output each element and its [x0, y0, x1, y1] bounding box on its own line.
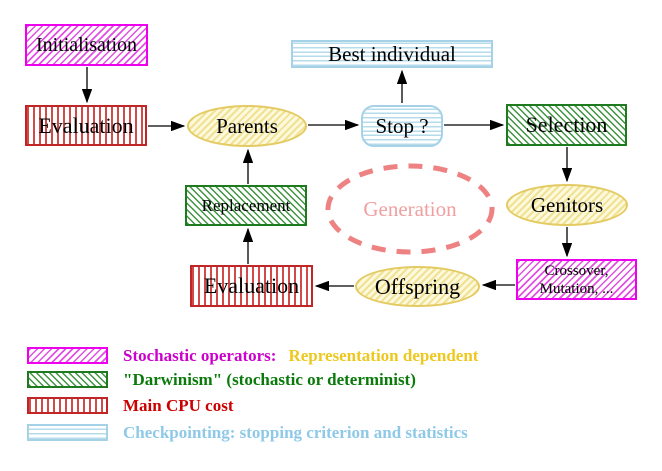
node-best-individual: Best individual	[291, 40, 493, 68]
node-evaluation-bottom: Evaluation	[190, 265, 313, 307]
legend-row-checkpointing: Checkpointing: stopping criterion and st…	[0, 422, 662, 442]
legend-label-stochastic: Stochastic operators: Representation depe…	[123, 346, 478, 366]
generation-label: Generation	[363, 196, 457, 221]
node-stop: Stop ?	[361, 105, 443, 147]
node-crossover-mutation: Crossover, Mutation, ...	[516, 259, 637, 300]
node-parents: Parents	[187, 105, 307, 147]
node-replacement: Replacement	[185, 185, 307, 226]
crossover-line2: Mutation, ...	[539, 280, 614, 297]
legend-label-representation: Representation dependent	[288, 345, 479, 365]
generation-dashed-ellipse	[325, 163, 495, 255]
legend-swatch-green-hatch	[27, 371, 108, 388]
legend-row-cpu-cost: Main CPU cost	[0, 395, 662, 415]
node-genitors: Genitors	[506, 184, 628, 226]
node-initialisation: Initialisation	[25, 24, 148, 66]
legend-label-stochastic-primary: Stochastic operators:	[123, 345, 277, 365]
legend-label-cpu-cost: Main CPU cost	[123, 395, 234, 415]
legend-swatch-magenta-hatch	[27, 347, 108, 364]
legend-row-darwinism: "Darwinism" (stochastic or determinist)	[0, 369, 662, 389]
legend-swatch-red-stripes	[27, 397, 108, 414]
legend-swatch-cyan-stripes	[27, 424, 108, 441]
node-selection: Selection	[506, 104, 627, 146]
legend-label-darwinism: "Darwinism" (stochastic or determinist)	[123, 369, 416, 389]
legend-label-checkpointing: Checkpointing: stopping criterion and st…	[123, 422, 468, 442]
legend-row-stochastic: Stochastic operators: Representation depe…	[0, 346, 662, 366]
crossover-line1: Crossover,	[544, 262, 609, 279]
node-evaluation-top: Evaluation	[25, 105, 147, 146]
node-offspring: Offspring	[355, 266, 480, 307]
